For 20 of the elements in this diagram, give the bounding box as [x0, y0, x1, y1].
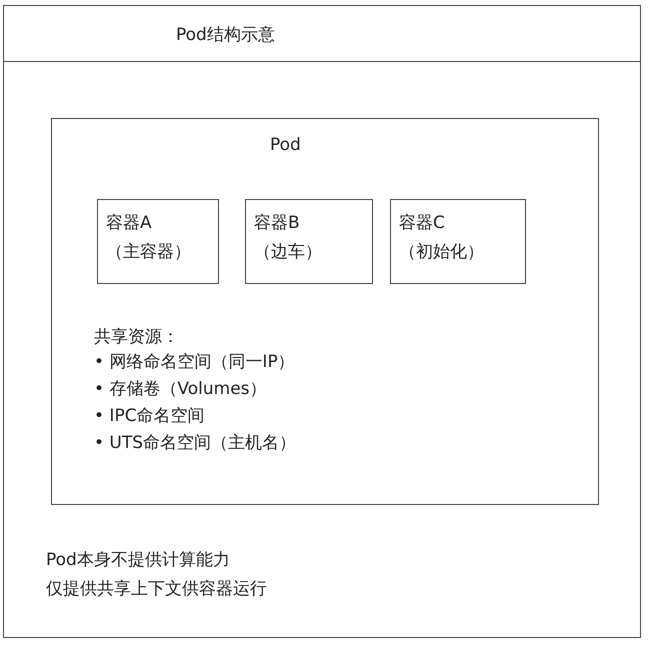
container-role: （主容器） [106, 241, 192, 264]
resource-item: • IPC命名空间 [94, 405, 206, 428]
note-text: 仅提供共享上下文供容器运行 [46, 578, 267, 601]
container-name: 容器C [399, 212, 446, 235]
outer-frame [3, 5, 641, 638]
container-box [390, 199, 526, 284]
resource-item: • UTS命名空间（主机名） [94, 432, 296, 455]
container-role: （初始化） [399, 241, 485, 264]
container-name: 容器A [106, 212, 153, 235]
container-box [97, 199, 219, 284]
pod-title: Pod [270, 135, 301, 155]
pod-box [51, 118, 599, 505]
container-name: 容器B [254, 212, 301, 235]
resource-item: • 存储卷（Volumes） [94, 378, 268, 401]
container-role: （边车） [254, 241, 323, 264]
resources-heading: 共享资源： [94, 326, 179, 348]
note-text: Pod本身不提供计算能力 [46, 549, 230, 572]
container-box [245, 199, 373, 284]
frame-heading: Pod结构示意 [176, 24, 275, 46]
resource-item: • 网络命名空间（同一IP） [94, 351, 296, 374]
